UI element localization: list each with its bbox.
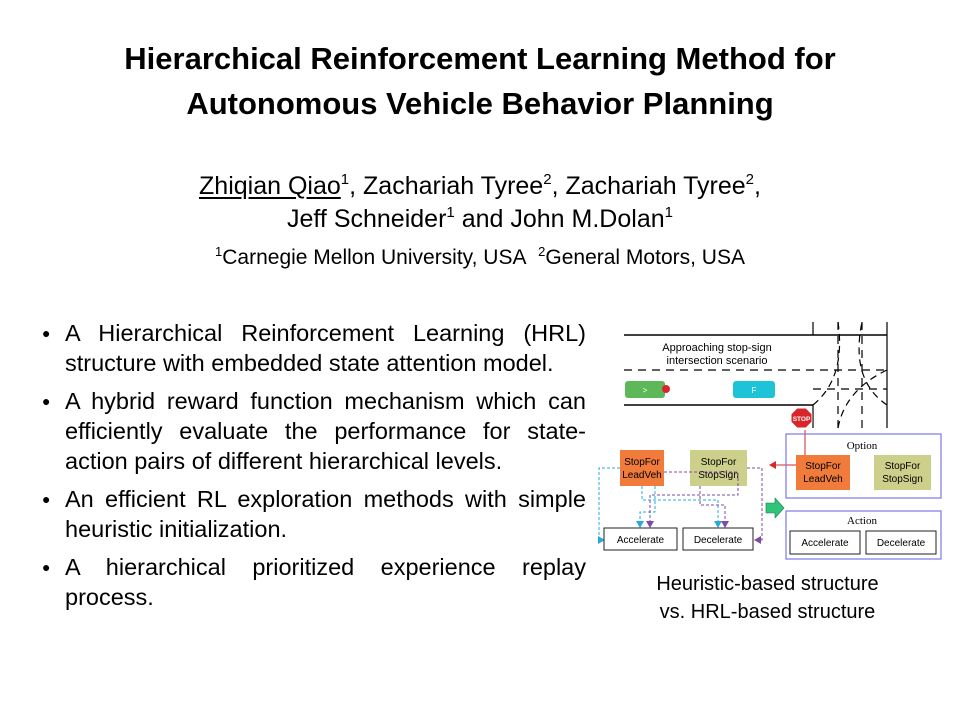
action-label: Decelerate — [694, 535, 743, 546]
flow-arrow — [636, 486, 656, 528]
stop-sign-label: STOP — [793, 416, 811, 423]
bullet-text: An efficient RL exploration methods with… — [65, 486, 586, 542]
bullet-item: ● An efficient RL exploration methods wit… — [40, 484, 586, 544]
bullet-item: ● A hybrid reward function mechanism whic… — [40, 386, 586, 476]
author-presenter: Zhiqian Qiao — [199, 172, 341, 200]
author-affil-mark: 2 — [745, 171, 755, 188]
hrl-structure: Option StopFor LeadVeh StopFor StopSign … — [785, 433, 942, 560]
author-affil-mark: 1 — [664, 204, 673, 221]
title-line-2: Autonomous Vehicle Behavior Planning — [186, 86, 774, 121]
turn-path — [837, 369, 888, 429]
scenario-label: Approaching stop-sign — [662, 342, 771, 354]
bullet-text: A hybrid reward function mechanism which… — [65, 388, 586, 474]
intersection-scene: Approaching stop-sign intersection scena… — [624, 321, 888, 429]
author: John M.Dolan — [510, 205, 665, 233]
action-level-label: Action — [847, 515, 877, 527]
option-label: StopSign — [698, 470, 739, 481]
option-box-leadveh — [620, 450, 664, 486]
attention-point — [662, 385, 670, 393]
action-label: Accelerate — [801, 538, 849, 549]
action-label: Accelerate — [617, 535, 665, 546]
flow-arrow — [747, 467, 763, 544]
option-level-label: Option — [847, 440, 878, 452]
bullet-item: ● A Hierarchical Reinforcement Learning (… — [40, 318, 586, 378]
affiliation-1: Carnegie Mellon University, USA — [222, 246, 527, 269]
figure-caption: Heuristic-based structure vs. HRL-based … — [600, 570, 935, 626]
bullet-item: ● A hierarchical prioritized experience r… — [40, 552, 586, 612]
option-label: LeadVeh — [622, 470, 662, 481]
ego-vehicle — [625, 381, 665, 398]
bullet-dot-icon: ● — [42, 491, 51, 507]
affiliations: 1Carnegie Mellon University, USA 2Genera… — [0, 245, 960, 271]
bullet-dot-icon: ● — [42, 325, 51, 341]
author-conjunction: and — [461, 205, 504, 233]
option-label: StopFor — [805, 461, 841, 472]
contribution-list: ● A Hierarchical Reinforcement Learning (… — [40, 318, 586, 620]
turn-path — [812, 321, 841, 406]
compare-arrow-icon — [765, 497, 785, 519]
turn-path — [858, 321, 888, 406]
action-label: Decelerate — [877, 538, 926, 549]
author-affil-mark: 1 — [340, 171, 350, 188]
option-label: StopFor — [701, 457, 737, 468]
structure-figure: Approaching stop-sign intersection scena… — [598, 321, 942, 560]
ego-vehicle-label: > — [643, 386, 648, 395]
option-label: StopFor — [885, 461, 921, 472]
lead-vehicle — [733, 381, 775, 398]
option-label: LeadVeh — [803, 474, 843, 485]
slide-title: Hierarchical Reinforcement Learning Meth… — [0, 36, 960, 126]
bullet-text: A hierarchical prioritized experience re… — [65, 554, 586, 610]
scenario-label: intersection scenario — [667, 355, 768, 367]
action-box-decelerate — [682, 527, 754, 551]
option-box-stopsign — [874, 455, 931, 490]
author: Jeff Schneider — [287, 205, 447, 233]
flow-arrow — [641, 486, 722, 528]
affiliation-2: General Motors, USA — [545, 246, 745, 269]
stop-sign-icon — [790, 407, 813, 429]
author-affil-mark: 2 — [543, 171, 552, 188]
action-frame — [785, 510, 942, 560]
bullet-text: A Hierarchical Reinforcement Learning (H… — [65, 320, 586, 376]
affil-mark: 1 — [215, 244, 223, 259]
flow-arrow — [699, 486, 729, 528]
action-box-decelerate — [865, 530, 937, 555]
flow-arrow — [598, 467, 620, 544]
caption-line-1: Heuristic-based structure — [656, 573, 879, 595]
author-list: Zhiqian Qiao1, Zachariah Tyree2, Zachari… — [0, 170, 960, 236]
option-frame — [785, 433, 942, 499]
affil-mark: 2 — [538, 244, 546, 259]
author-line-2: Jeff Schneider1 and John M.Dolan1 — [0, 203, 960, 236]
action-box-accelerate — [603, 527, 678, 551]
author-line-1: Zhiqian Qiao1, Zachariah Tyree2, Zachari… — [199, 171, 761, 200]
bullet-dot-icon: ● — [42, 393, 51, 409]
author: Zachariah Tyree — [363, 172, 544, 200]
author: Zachariah Tyree — [565, 172, 746, 200]
option-box-leadveh — [796, 455, 850, 490]
heuristic-structure: StopFor LeadVeh StopFor StopSign Acceler… — [598, 430, 806, 551]
flow-arrow — [646, 471, 739, 528]
option-label: StopSign — [882, 474, 923, 485]
action-box-accelerate — [789, 530, 861, 555]
bullet-dot-icon: ● — [42, 559, 51, 575]
caption-line-2: vs. HRL-based structure — [659, 601, 876, 623]
title-line-1: Hierarchical Reinforcement Learning Meth… — [124, 41, 836, 76]
option-label: StopFor — [624, 457, 660, 468]
lead-vehicle-label: F — [752, 386, 757, 395]
author-affil-mark: 1 — [446, 204, 455, 221]
